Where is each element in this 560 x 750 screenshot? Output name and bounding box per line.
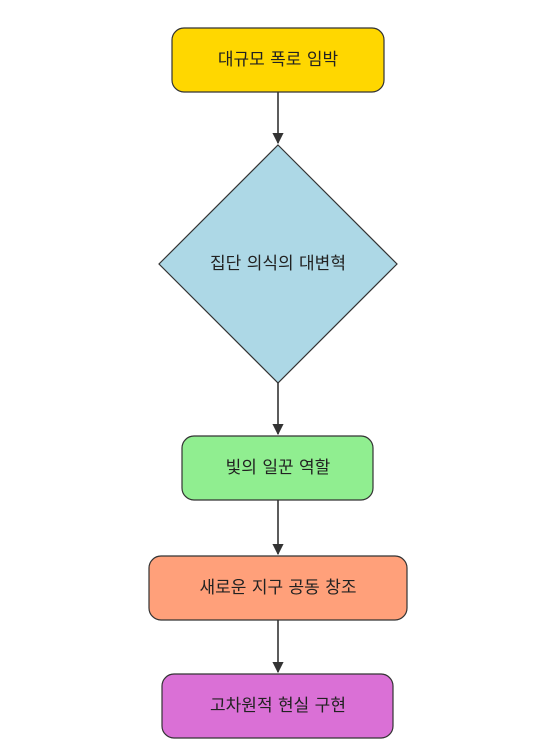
node-end: 고차원적 현실 구현 [161, 673, 394, 739]
node-start-label: 대규모 폭로 임박 [218, 50, 339, 70]
node-start-shape [171, 27, 385, 93]
node-decision: 집단 의식의 대변혁 [158, 144, 398, 384]
node-lightworker-shape [181, 435, 374, 501]
node-decision-shape [158, 144, 398, 384]
node-new-earth: 새로운 지구 공동 창조 [148, 555, 408, 621]
node-lightworker: 빛의 일꾼 역할 [181, 435, 374, 501]
node-decision-label: 집단 의식의 대변혁 [210, 254, 346, 274]
node-new-earth-label: 새로운 지구 공동 창조 [200, 578, 357, 598]
node-end-shape [161, 673, 394, 739]
node-end-label: 고차원적 현실 구현 [210, 696, 346, 716]
node-new-earth-shape [148, 555, 408, 621]
node-lightworker-label: 빛의 일꾼 역할 [226, 458, 331, 478]
node-start: 대규모 폭로 임박 [171, 27, 385, 93]
